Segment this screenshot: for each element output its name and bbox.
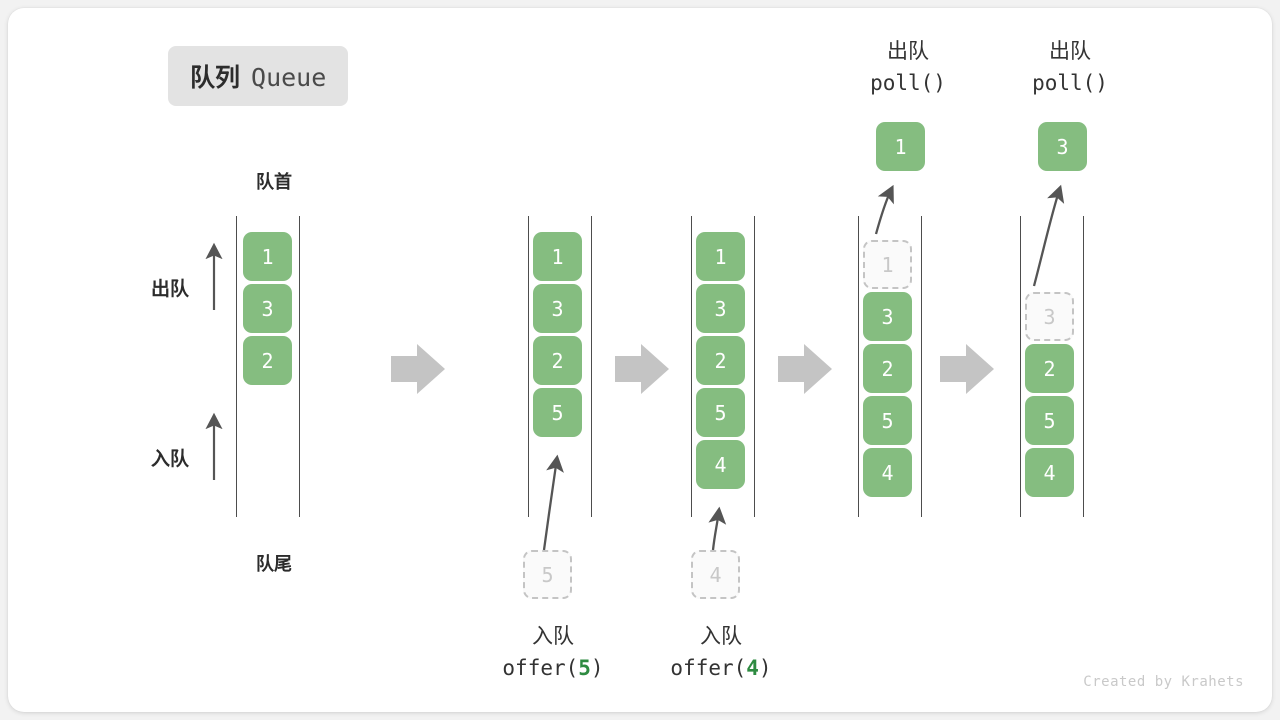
rail-left-col4	[858, 216, 859, 517]
queue-cell: 3	[243, 284, 292, 333]
rail-right-col3	[754, 216, 755, 517]
watermark-credit: Created by Krahets	[1083, 674, 1244, 690]
rail-right-col5	[1083, 216, 1084, 517]
operation-fn-name: offer(	[670, 655, 747, 680]
operation-caption-code: offer(4)	[606, 653, 836, 685]
operation-caption-code: offer(5)	[438, 653, 668, 685]
title-badge: 队列 Queue	[168, 46, 349, 106]
operation-arg: 5	[578, 655, 591, 680]
queue-cell: 1	[696, 232, 745, 281]
operation-caption-cn: 入队	[700, 625, 742, 648]
step-arrow-2	[615, 344, 669, 394]
queue-cell: 3	[696, 284, 745, 333]
outgoing-ghost-cell: 1	[863, 240, 912, 289]
operation-paren-close: )	[590, 655, 604, 680]
operation-header-poll-1: 出队 poll()	[808, 36, 1008, 100]
queue-head-label: 队首	[256, 172, 292, 192]
poll-3-extract-arrow	[1032, 184, 1065, 287]
queue-cell: 4	[1025, 448, 1074, 497]
operation-fn-name: offer(	[502, 655, 579, 680]
queue-cell: 1	[243, 232, 292, 281]
queue-cell: 4	[696, 440, 745, 489]
queue-cell: 1	[533, 232, 582, 281]
operation-header-cn: 出队	[1049, 40, 1091, 63]
operation-paren-close: )	[758, 655, 772, 680]
title-cn: 队列	[190, 64, 241, 92]
queue-cell: 2	[696, 336, 745, 385]
rail-right-col4	[921, 216, 922, 517]
incoming-ghost-cell: 5	[523, 550, 572, 599]
operation-header-poll-3: 出队 poll()	[970, 36, 1170, 100]
diagram-card: 队列 Queue 队首 队尾 出队 入队 1 3 2 1 3 2 5 5 入队 …	[8, 8, 1272, 712]
outgoing-cell: 1	[876, 122, 925, 171]
step-arrow-1	[391, 344, 445, 394]
queue-cell: 3	[533, 284, 582, 333]
operation-caption-cn: 入队	[532, 625, 574, 648]
operation-header-code: poll()	[870, 70, 946, 95]
offer-5-insert-arrow	[542, 454, 564, 551]
queue-cell: 5	[533, 388, 582, 437]
queue-cell: 5	[696, 388, 745, 437]
queue-tail-label: 队尾	[256, 554, 292, 574]
operation-arg: 4	[746, 655, 759, 680]
queue-cell: 2	[1025, 344, 1074, 393]
enqueue-side-label: 入队	[151, 449, 190, 470]
rail-left-col1	[236, 216, 237, 517]
operation-caption-offer-5: 入队 offer(5)	[438, 621, 668, 685]
outgoing-ghost-cell: 3	[1025, 292, 1074, 341]
queue-cell: 4	[863, 448, 912, 497]
operation-header-code: poll()	[1032, 70, 1108, 95]
rail-left-col5	[1020, 216, 1021, 517]
operation-header-cn: 出队	[887, 40, 929, 63]
rail-left-col3	[691, 216, 692, 517]
offer-4-insert-arrow	[708, 506, 727, 551]
rail-right-col2	[591, 216, 592, 517]
queue-cell: 2	[863, 344, 912, 393]
operation-caption-offer-4: 入队 offer(4)	[606, 621, 836, 685]
step-arrow-3	[778, 344, 832, 394]
outgoing-cell: 3	[1038, 122, 1087, 171]
queue-cell: 2	[243, 336, 292, 385]
title-en: Queue	[251, 63, 327, 92]
queue-cell: 5	[863, 396, 912, 445]
incoming-ghost-cell: 4	[691, 550, 740, 599]
dequeue-side-label: 出队	[151, 279, 190, 300]
queue-cell: 3	[863, 292, 912, 341]
poll-1-extract-arrow	[874, 184, 894, 235]
queue-cell: 5	[1025, 396, 1074, 445]
rail-right-col1	[299, 216, 300, 517]
rail-left-col2	[528, 216, 529, 517]
step-arrow-4	[940, 344, 994, 394]
queue-cell: 2	[533, 336, 582, 385]
